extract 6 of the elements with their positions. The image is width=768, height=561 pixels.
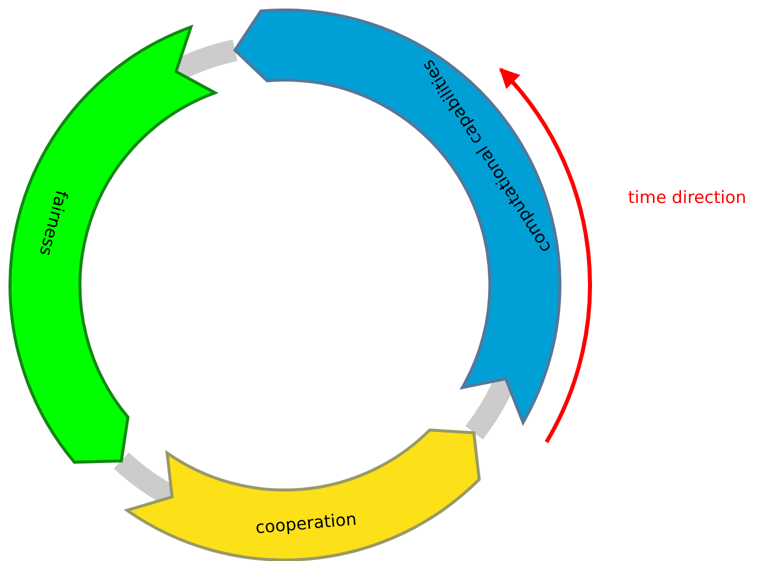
segment-label: cooperation [254,510,358,538]
segment-label: fairness [34,188,72,258]
arc-arrow-segment [8,24,217,464]
arc-arrow-segment [125,428,482,561]
direction-label: time direction [628,188,746,208]
arc-arrow-segment [233,8,562,424]
